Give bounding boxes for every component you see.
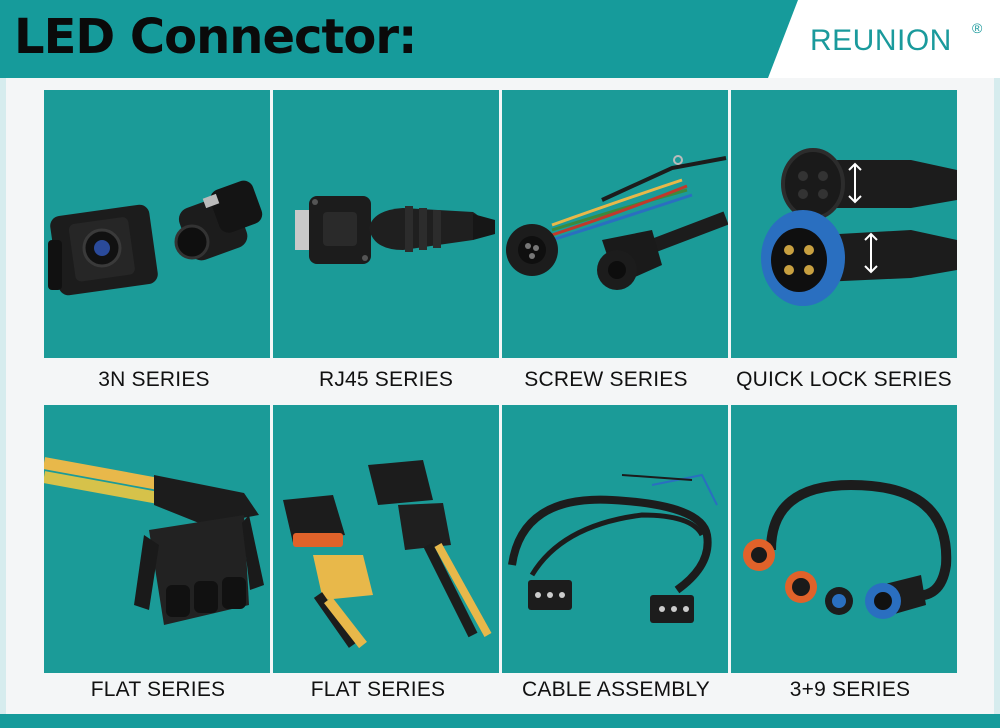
product-tile-3-9[interactable] xyxy=(731,405,957,673)
brand-logo: REUNION xyxy=(810,24,952,57)
product-label: CABLE ASSEMBLY xyxy=(522,678,710,701)
3n-connector-image xyxy=(48,180,263,296)
product-label: FLAT SERIES xyxy=(90,678,226,701)
product-tile-flat-2[interactable] xyxy=(273,405,499,673)
brand-logo-box xyxy=(768,0,1000,78)
product-label: 3N SERIES xyxy=(98,368,210,391)
product-tile-quick-lock[interactable] xyxy=(731,90,957,358)
product-tile-flat-1[interactable] xyxy=(44,405,270,673)
footer-bar xyxy=(0,714,1000,728)
product-label: FLAT SERIES xyxy=(310,678,446,701)
product-label: QUICK LOCK SERIES xyxy=(736,368,952,391)
registered-mark: ® xyxy=(972,20,983,36)
flat-connector-image xyxy=(44,457,264,625)
screw-connector-image xyxy=(506,155,728,290)
product-tile-screw[interactable] xyxy=(502,90,728,358)
cable-assembly-image xyxy=(508,473,718,623)
product-tile-cable-assembly[interactable] xyxy=(502,405,728,673)
product-label: SCREW SERIES xyxy=(524,368,688,391)
page-title: LED Connector: xyxy=(14,9,417,65)
left-border xyxy=(0,78,6,714)
product-label: RJ45 SERIES xyxy=(318,368,454,391)
product-label: 3+9 SERIES xyxy=(789,678,911,701)
right-border xyxy=(994,78,1000,714)
quick-lock-connector-image xyxy=(761,148,957,306)
product-tile-3n[interactable] xyxy=(44,90,270,358)
flat-connector-pair-image xyxy=(283,460,492,649)
product-tile-rj45[interactable] xyxy=(273,90,499,358)
3-9-connector-image xyxy=(743,479,952,619)
rj45-connector-image xyxy=(295,196,495,264)
